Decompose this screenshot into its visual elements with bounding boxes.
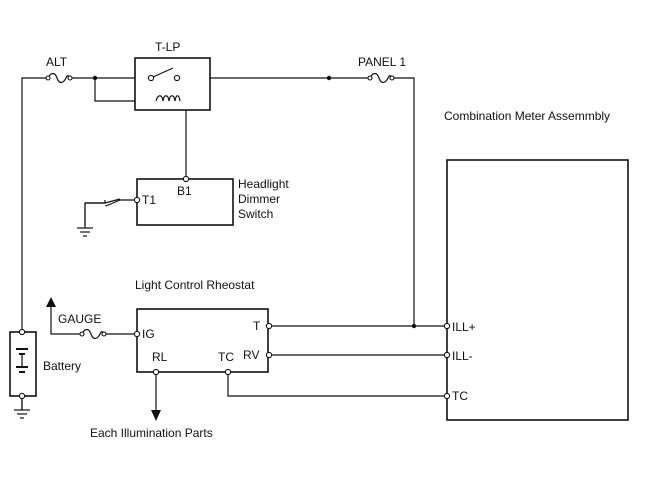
tlp-label: T-LP	[155, 40, 180, 54]
ill-minus-label: ILL-	[452, 349, 473, 363]
arrow-up-icon	[46, 297, 56, 307]
wire-dimmer-contact	[105, 199, 121, 207]
junction-dot-ill-plus	[411, 323, 417, 329]
b1-label: B1	[177, 184, 192, 198]
panel1-label: PANEL 1	[358, 55, 406, 69]
rl-label: RL	[152, 350, 168, 364]
wire-coil-to-b1	[180, 100, 187, 178]
combination-meter-label: Combination Meter Assemmbly	[444, 109, 610, 123]
t-label: T	[253, 319, 261, 333]
arrow-down-icon	[151, 410, 161, 421]
panel1-fuse	[367, 72, 395, 84]
rv-label: RV	[243, 348, 259, 362]
wire-panel1-down	[392, 77, 415, 326]
junction-dot-panel	[326, 75, 332, 81]
wire-tc-to-meter-tc	[227, 373, 446, 397]
battery-label: Battery	[43, 359, 81, 373]
meter-tc-label: TC	[452, 389, 468, 403]
combination-meter-assembly	[443, 159, 629, 421]
gauge-fuse	[79, 328, 107, 340]
each-illumination-parts-label: Each Illumination Parts	[90, 426, 213, 440]
t1-label: T1	[142, 193, 156, 207]
junction-dot-alt	[92, 75, 98, 81]
battery-symbol	[9, 328, 37, 400]
dimmer-switch-contact	[85, 198, 121, 204]
ill-plus-label: ILL+	[452, 320, 476, 334]
headlight-dimmer-label-line3: Switch	[238, 207, 273, 221]
headlight-dimmer-switch	[133, 175, 234, 226]
gauge-label: GAUGE	[58, 312, 101, 326]
light-control-rheostat-label: Light Control Rheostat	[135, 278, 255, 292]
ig-label: IG	[142, 327, 155, 341]
tc-label: TC	[218, 350, 234, 364]
wire-dimmer-ground-line	[84, 202, 106, 226]
light-control-rheostat	[133, 308, 273, 376]
headlight-dimmer-label-line2: Dimmer	[238, 192, 280, 206]
ground-icon	[77, 203, 93, 237]
headlight-dimmer-label-line1: Headlight	[238, 177, 289, 191]
alt-label: ALT	[46, 55, 68, 69]
tlp-relay	[134, 57, 211, 111]
battery-ground-icon	[14, 398, 30, 419]
wire-gauge	[50, 305, 82, 335]
alt-fuse	[45, 72, 73, 84]
wire-battery-to-alt	[21, 77, 48, 330]
wires	[21, 77, 446, 412]
